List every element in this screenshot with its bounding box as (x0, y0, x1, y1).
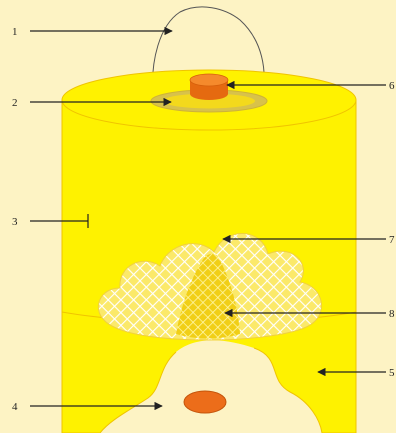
lid-knob-top (189, 73, 229, 87)
bottom-pellet (183, 390, 227, 414)
label-1: 1 (12, 26, 18, 38)
inner-cone (176, 253, 240, 339)
label-3: 3 (12, 216, 18, 228)
label-7: 7 (389, 234, 395, 246)
lid-ring-inner (163, 93, 255, 109)
label-6: 6 (389, 80, 395, 92)
opening-right-edge (253, 347, 323, 433)
label-2: 2 (12, 97, 18, 109)
handle-wire (151, 6, 265, 101)
label-4: 4 (12, 401, 18, 413)
label-5: 5 (389, 367, 395, 379)
opening-edge (99, 351, 177, 433)
label-8: 8 (389, 308, 395, 320)
